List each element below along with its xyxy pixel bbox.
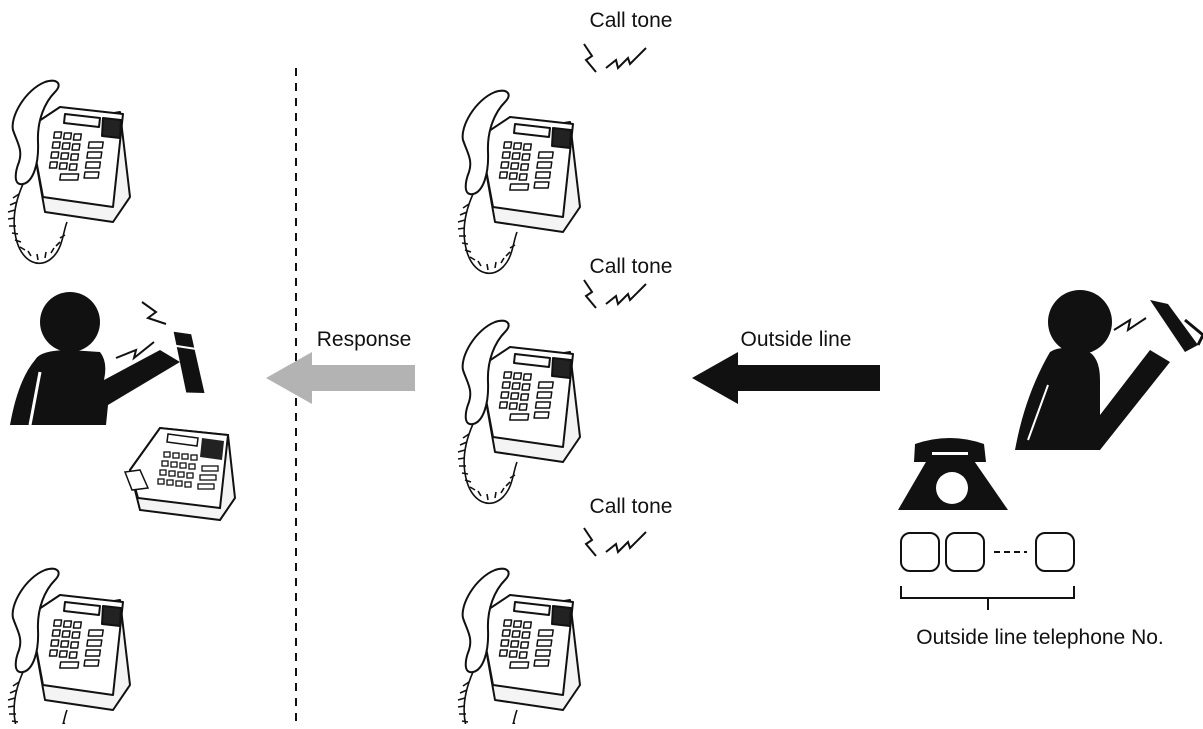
- center-phone-top: [457, 89, 581, 275]
- call-tone-label-top: Call tone: [590, 9, 673, 32]
- number-box-2: [945, 532, 985, 572]
- call-tone-label-middle: Call tone: [590, 255, 673, 278]
- left-phone-bottom: [7, 567, 131, 729]
- outside-rotary-phone-icon: [898, 438, 1008, 510]
- outside-line-arrow: [692, 352, 880, 404]
- caller-person-icon: [1015, 290, 1203, 450]
- response-arrow: [266, 352, 415, 404]
- number-box-n: [1035, 532, 1075, 572]
- number-bracket: [900, 586, 1075, 610]
- call-tone-label-bottom: Call tone: [590, 495, 673, 518]
- left-fax-machine: [123, 426, 237, 522]
- center-phone-bottom: [457, 567, 581, 729]
- center-phone-middle: [457, 319, 581, 505]
- responder-person-icon: [10, 292, 205, 426]
- outside-line-number-label: Outside line telephone No.: [916, 626, 1164, 649]
- response-label: Response: [317, 328, 412, 351]
- number-box-1: [900, 532, 940, 572]
- left-phone-top: [7, 79, 131, 265]
- outside-line-label: Outside line: [741, 328, 852, 351]
- ring-icon-bottom: [583, 527, 647, 557]
- ring-icon-middle: [583, 279, 647, 309]
- ring-icon-top: [583, 43, 647, 73]
- telephone-number-boxes: [900, 532, 1075, 572]
